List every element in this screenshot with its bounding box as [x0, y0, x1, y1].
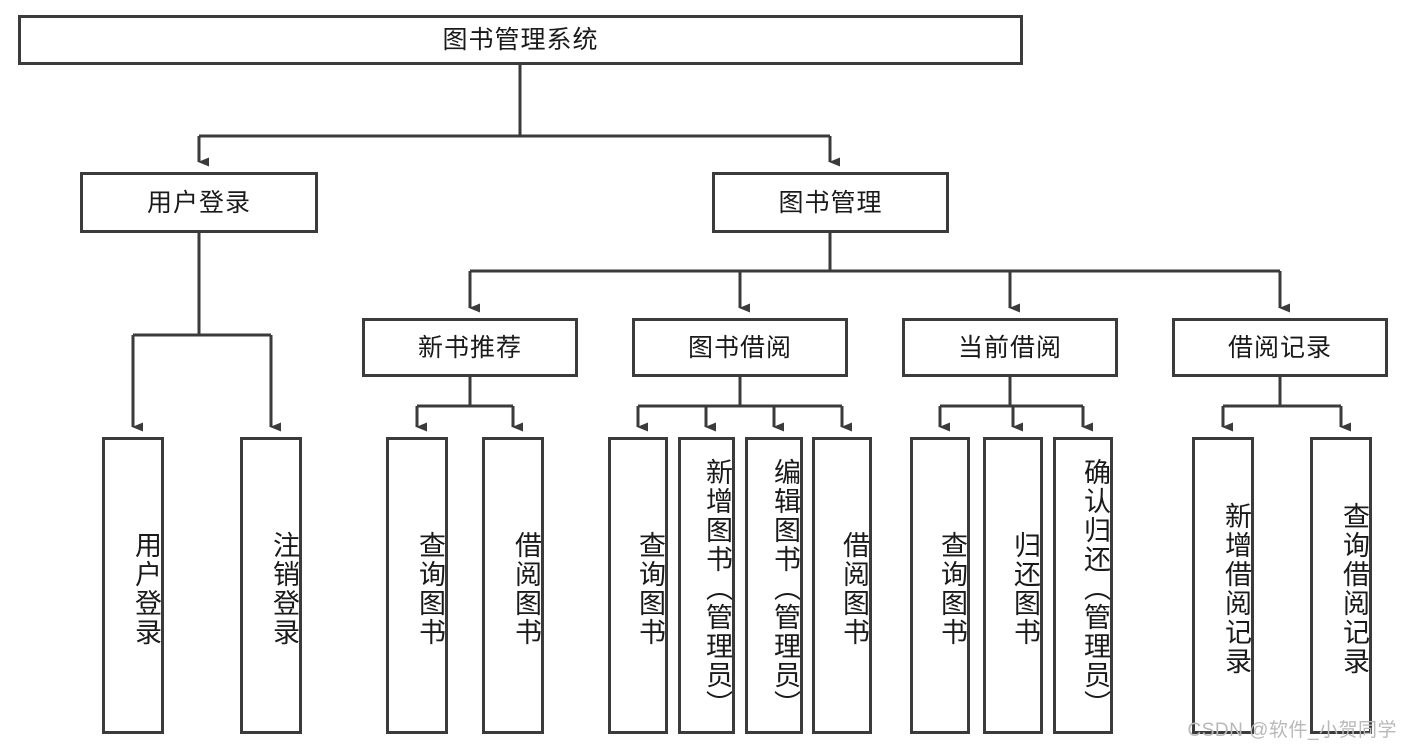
node-leaf-label: 确认归还（管理员）: [1080, 458, 1110, 719]
node-book-management[interactable]: 图书管理: [712, 172, 949, 233]
node-leaf-confirm-return-admin[interactable]: 确认归还（管理员）: [1053, 437, 1113, 734]
node-leaf-add-borrow-record[interactable]: 新增借阅记录: [1192, 437, 1254, 734]
node-leaf-label: 查询图书: [937, 530, 967, 647]
node-leaf-label: 新增借阅记录: [1221, 501, 1251, 676]
node-current-borrow-label: 当前借阅: [957, 333, 1062, 362]
node-leaf-label: 新增图书（管理员）: [702, 458, 732, 719]
node-leaf-label: 编辑图书（管理员）: [770, 458, 800, 719]
node-user-login-label: 用户登录: [146, 188, 251, 217]
node-user-login[interactable]: 用户登录: [80, 172, 318, 233]
node-leaf-borrow-book-rec[interactable]: 借阅图书: [482, 437, 544, 734]
node-leaf-add-book-admin[interactable]: 新增图书（管理员）: [678, 437, 735, 734]
node-leaf-label: 归还图书: [1010, 530, 1040, 647]
node-leaf-query-book-current[interactable]: 查询图书: [910, 437, 970, 734]
node-book-borrow[interactable]: 图书借阅: [632, 318, 848, 377]
node-leaf-return-book[interactable]: 归还图书: [983, 437, 1043, 734]
node-leaf-query-borrow-record[interactable]: 查询借阅记录: [1310, 437, 1372, 734]
node-borrow-records-label: 借阅记录: [1227, 333, 1332, 362]
node-leaf-label: 借阅图书: [511, 530, 541, 647]
node-leaf-logout[interactable]: 注销登录: [240, 437, 302, 734]
node-book-management-label: 图书管理: [778, 188, 883, 217]
node-leaf-label: 注销登录: [269, 530, 299, 647]
watermark: CSDN @软件_小贺同学: [1187, 720, 1397, 741]
node-root-label: 图书管理系统: [442, 26, 599, 54]
node-leaf-label: 查询图书: [415, 530, 445, 647]
node-root[interactable]: 图书管理系统: [18, 15, 1023, 65]
node-current-borrow[interactable]: 当前借阅: [902, 318, 1118, 377]
node-leaf-user-login[interactable]: 用户登录: [102, 437, 164, 734]
node-leaf-label: 借阅图书: [839, 530, 869, 647]
node-book-borrow-label: 图书借阅: [687, 333, 792, 362]
node-leaf-label: 用户登录: [131, 530, 161, 647]
node-leaf-label: 查询借阅记录: [1339, 501, 1369, 676]
node-borrow-records[interactable]: 借阅记录: [1172, 318, 1388, 377]
node-new-book-recommendation[interactable]: 新书推荐: [362, 318, 578, 377]
node-leaf-edit-book-admin[interactable]: 编辑图书（管理员）: [745, 437, 803, 734]
node-leaf-query-book-rec[interactable]: 查询图书: [386, 437, 448, 734]
node-leaf-label: 查询图书: [635, 530, 665, 647]
node-leaf-borrow-book[interactable]: 借阅图书: [812, 437, 872, 734]
node-leaf-query-book-borrow[interactable]: 查询图书: [608, 437, 668, 734]
node-new-book-recommendation-label: 新书推荐: [417, 333, 522, 362]
